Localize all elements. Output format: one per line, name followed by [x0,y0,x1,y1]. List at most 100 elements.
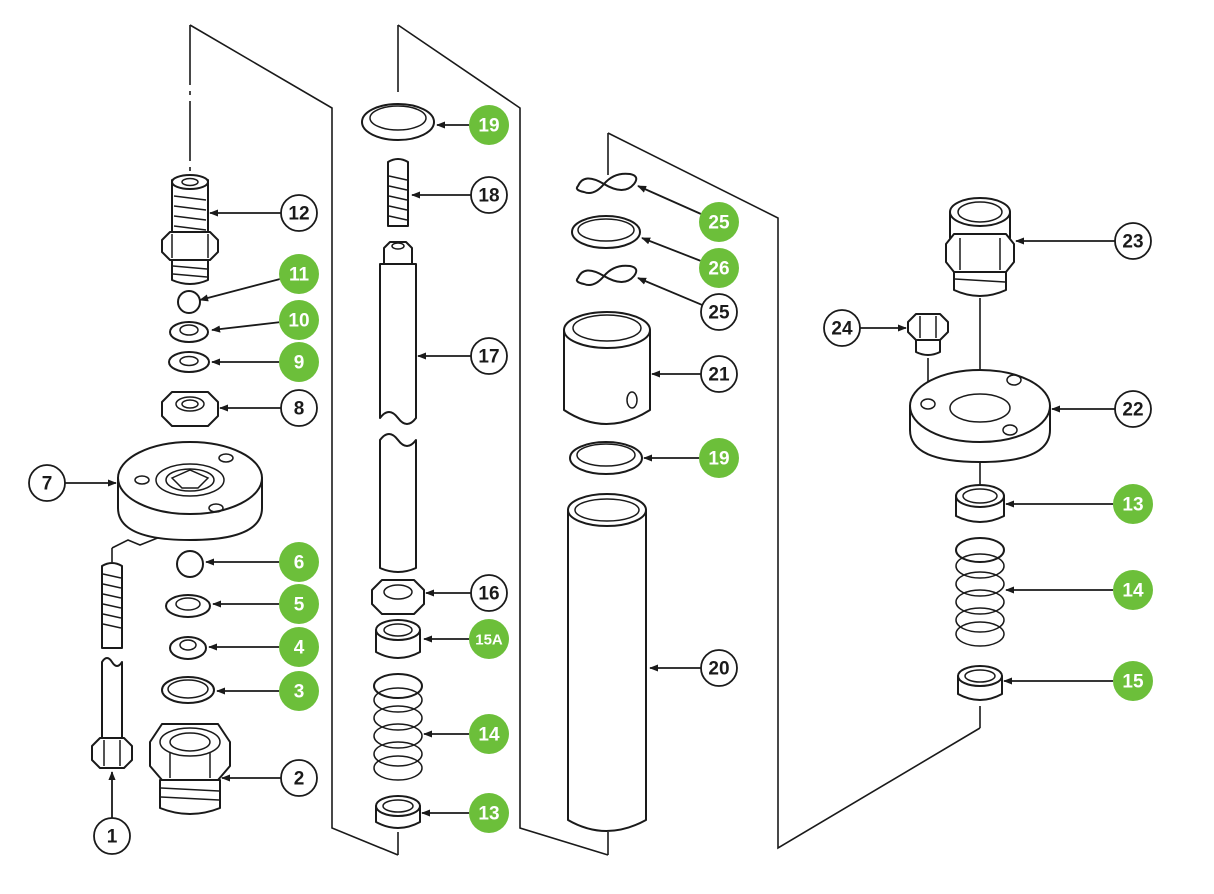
part-24-plug [907,313,949,356]
callout-badge-green [279,300,319,340]
callout-7: 7 [28,464,117,502]
callout-number: 13 [1122,495,1143,516]
callout-number: 5 [294,595,305,616]
callout-number: 14 [478,725,500,746]
callout-number: 1 [107,827,118,848]
callout-14: 14 [423,714,509,754]
callout-number: 3 [294,682,305,703]
part-19-oring-middle [569,441,643,475]
callout-number: 15A [475,632,503,649]
callout-15: 15 [1003,661,1153,701]
callout-19: 19 [643,438,739,478]
callout-badge [823,309,861,347]
callout-badge-green [469,619,509,659]
callout-badge [1114,222,1152,260]
callout-badge-green [279,671,319,711]
part-4-washer [169,636,207,660]
callout-badge-green [699,202,739,242]
part-19-oring-top [361,103,435,141]
callout-badge-green [469,105,509,145]
callout-number: 14 [1122,581,1144,602]
callout-badge [28,464,66,502]
callout-24: 24 [823,309,907,347]
callout-number: 19 [708,449,729,470]
callout-badge-green [1113,484,1153,524]
callout-number: 25 [708,303,730,324]
callout-20: 20 [649,649,738,687]
callout-badge-green [279,542,319,582]
callout-12: 12 [209,194,318,232]
part-8-nut [161,391,219,427]
callout-9: 9 [211,342,319,382]
callout-badge [280,389,318,427]
part-16-nut [371,579,425,615]
part-13-spacer-right [955,484,1005,523]
callout-badge-green [699,248,739,288]
callout-number: 16 [478,584,499,605]
part-12-fitting [161,174,219,285]
callout-badge-green [469,714,509,754]
part-1-bolt [91,562,133,769]
part-7-flange [117,441,263,541]
part-5-washer [165,594,211,618]
part-18-stud [387,158,409,227]
callout-number: 12 [288,204,309,225]
part-15-spacer-right [957,665,1003,701]
callout-leader-arrow [211,321,280,333]
callout-number: 18 [478,186,499,207]
part-25-clip-top [575,172,638,194]
part-11-ball [177,290,201,314]
part-2-fitting [149,723,231,815]
callout-8: 8 [219,389,318,427]
part-20-cylinder [567,493,647,832]
part-14-spring [373,673,423,781]
callout-badge [700,355,738,393]
assembly-lines [111,24,981,856]
callout-layer: 1234567891011121918171615A14132526252119… [28,105,1153,855]
callout-number: 15 [1122,672,1144,693]
callout-badge [280,194,318,232]
callout-number: 23 [1122,232,1143,253]
callout-badge [470,337,508,375]
part-10-washer [169,321,209,343]
callout-badge-green [279,254,319,294]
part-3-oring [161,676,215,704]
callout-number: 7 [42,474,53,495]
callout-25: 25 [637,277,738,331]
callout-number: 19 [478,116,499,137]
part-21-collar [563,311,651,425]
callout-badge [280,759,318,797]
callout-2: 2 [221,759,318,797]
callout-17: 17 [417,337,508,375]
callout-badge-green [1113,661,1153,701]
part-14-spring-right [955,537,1005,647]
callout-number: 13 [478,804,499,825]
callout-number: 10 [288,311,309,332]
part-25-clip-bottom [575,264,638,286]
callout-leader-arrow [637,185,702,215]
part-13-spacer [375,795,421,829]
callout-14: 14 [1005,570,1153,610]
callout-13: 13 [1005,484,1153,524]
callout-4: 4 [208,627,319,667]
part-23-fitting [945,197,1015,297]
callout-26: 26 [641,237,739,288]
callout-23: 23 [1015,222,1152,260]
part-26-oring [571,215,641,249]
callout-number: 9 [294,353,305,374]
callout-16: 16 [425,574,508,612]
callout-badge-green [469,793,509,833]
callout-18: 18 [411,176,508,214]
callout-number: 4 [294,638,305,659]
callout-25: 25 [637,185,739,242]
callout-11: 11 [199,254,319,302]
callout-6: 6 [205,542,319,582]
part-9-washer [168,351,210,373]
callout-badge [93,817,131,855]
callout-badge [700,293,738,331]
part-15a-spacer [375,619,421,659]
callout-number: 25 [708,213,730,234]
callout-number: 8 [294,399,305,420]
callout-5: 5 [212,584,319,624]
